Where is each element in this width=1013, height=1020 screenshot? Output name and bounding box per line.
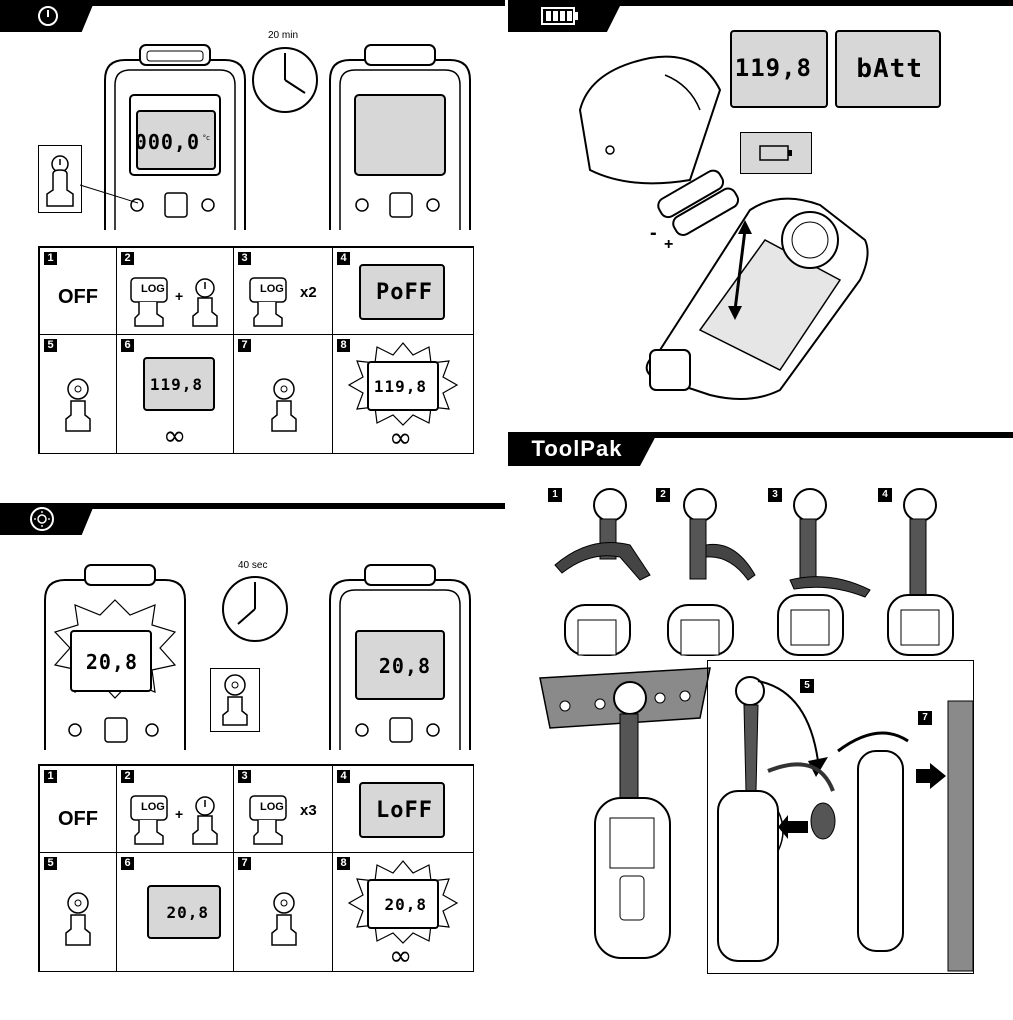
toolpak-step-3-num: 3 [768, 488, 782, 502]
infinity-icon: ∞ [389, 421, 413, 454]
step-cell-5: 5 [39, 852, 117, 972]
step-cell-8: 8 119,8 ∞ [332, 334, 474, 454]
backlight-icon [29, 507, 54, 531]
value-display-lit: 119,8 [367, 361, 439, 411]
toolpak-step-1-num: 1 [548, 488, 562, 502]
step-cell-2: 2 LOG + [116, 247, 234, 335]
backlight-button-callout [210, 668, 260, 732]
backlight-header-tab [0, 503, 95, 535]
poff-display: PoFF [359, 264, 445, 320]
toolpak-step1-illustration [554, 488, 651, 656]
toolpak-magnet-attach-illustration [717, 676, 974, 972]
plus-label: + [664, 236, 674, 253]
low-battery-icon [759, 145, 792, 161]
step-cell-1: 1 OFF [39, 765, 117, 853]
step-cell-8: 8 20,8 ∞ [332, 852, 474, 972]
value-display-lit: 20,8 [367, 879, 439, 929]
step-cell-2: 2 LOG + [116, 765, 234, 853]
step-cell-3: 3 LOG x3 [233, 765, 333, 853]
power-header-tab [0, 0, 95, 32]
finger-press-backlight-icon [271, 892, 297, 946]
finger-press-power-icon [46, 155, 74, 207]
toolpak-magnet-steps-box: 5 6 7 [707, 660, 974, 974]
toolpak-header-bar [508, 432, 1013, 438]
callout-line [79, 184, 139, 204]
toolpak-step-2-num: 2 [656, 488, 670, 502]
power-button-callout [38, 145, 82, 213]
power-icon [37, 6, 58, 26]
log-button-icon [130, 795, 168, 845]
battery-cover-illustration [578, 55, 722, 185]
plus-sign: + [175, 288, 184, 304]
toolpak-step-5-num: 5 [800, 679, 814, 693]
backlight-section-header-bar [0, 503, 505, 509]
battery-header-tab [508, 0, 623, 32]
log-button-icon [249, 795, 287, 845]
toolpak-step-7-num: 7 [918, 711, 932, 725]
toolpak-title: ToolPak [531, 436, 623, 461]
toolpak-hanging-illustration [539, 667, 711, 959]
finger-press-backlight-icon [271, 378, 297, 432]
minus-label: - [650, 222, 657, 244]
finger-press-power-icon [192, 278, 218, 327]
display-unit: °c [202, 134, 210, 142]
display-value: 000,0 [134, 130, 200, 154]
battery-icon [540, 7, 578, 25]
meter-illustration-off [329, 44, 471, 230]
timer-label-20min: 20 min [268, 30, 299, 41]
main-display-lit: 20,8 [70, 630, 152, 692]
value-display: 119,8 [143, 357, 215, 411]
main-display-power: 000,0 °c [134, 110, 216, 170]
step-cell-7: 7 [233, 334, 333, 454]
toolpak-step3-illustration [777, 488, 871, 656]
main-display-dim: 20,8 [355, 630, 445, 700]
log-key-label: LOG [141, 801, 165, 813]
step-cell-1: 1 OFF [39, 247, 117, 335]
log-button-icon [130, 277, 168, 327]
press-count: x2 [300, 284, 317, 301]
battery-section-header-bar [508, 0, 1013, 6]
battery-value-display: 119,8 [730, 30, 828, 108]
battery-cells-illustration [657, 169, 740, 236]
log-key-label: LOG [141, 283, 165, 295]
toolpak-step-4-num: 4 [878, 488, 892, 502]
step-cell-6: 6 119,8 ∞ [116, 334, 234, 454]
log-key-label: LOG [260, 283, 284, 295]
off-label: OFF [58, 286, 98, 308]
log-button-icon [249, 277, 287, 327]
infinity-icon: ∞ [163, 419, 187, 452]
clock-icon [252, 47, 318, 113]
toolpak-step4-illustration [887, 488, 954, 656]
value-display: 20,8 [147, 885, 221, 939]
timer-label-40sec: 40 sec [238, 560, 268, 571]
finger-press-backlight-icon [65, 892, 91, 946]
log-key-label: LOG [260, 801, 284, 813]
press-count: x3 [300, 802, 317, 819]
battery-batt-display: bAtt [835, 30, 941, 108]
step-cell-3: 3 LOG x2 [233, 247, 333, 335]
finger-press-backlight-icon [65, 378, 91, 432]
finger-press-backlight-icon [222, 674, 248, 726]
low-battery-callout [740, 132, 812, 174]
step-cell-4: 4 LoFF [332, 765, 474, 853]
toolpak-step2-illustration [667, 488, 756, 656]
step-cell-6: 6 20,8 [116, 852, 234, 972]
loff-display: LoFF [359, 782, 445, 838]
plus-sign: + [175, 806, 184, 822]
power-section-header-bar [0, 0, 505, 6]
infinity-icon: ∞ [389, 939, 413, 972]
power-steps-grid: 1 OFF 2 LOG + 3 LOG x2 4 PoFF 5 [38, 246, 474, 454]
step-cell-5: 5 [39, 334, 117, 454]
clock-icon [222, 576, 288, 642]
toolpak-header-tab: ToolPak [508, 432, 658, 466]
backlight-steps-grid: 1 OFF 2 LOG + 3 LOG x3 4 LoFF 5 [38, 764, 474, 972]
finger-press-power-icon [192, 796, 218, 845]
off-label: OFF [58, 808, 98, 830]
meter-open-back-illustration [645, 197, 869, 400]
step-cell-4: 4 PoFF [332, 247, 474, 335]
step-cell-7: 7 [233, 852, 333, 972]
